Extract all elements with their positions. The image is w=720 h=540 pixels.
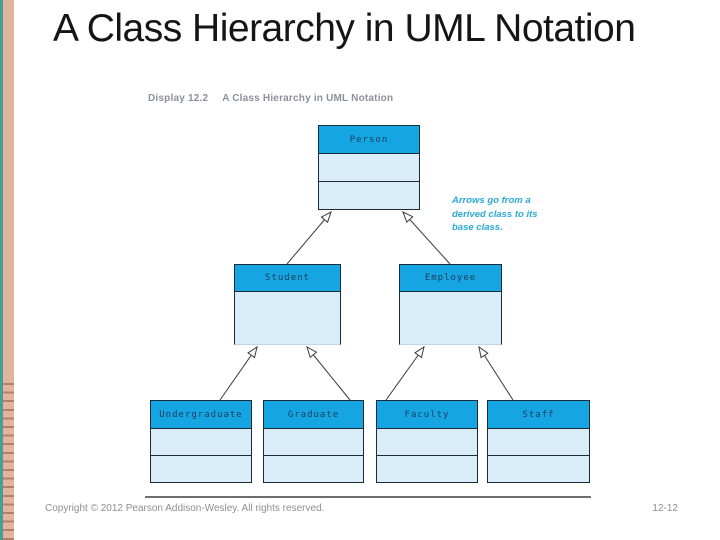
page-number: 12-12 xyxy=(652,503,678,514)
uml-class-faculty-name: Faculty xyxy=(377,401,477,429)
uml-class-graduate-name: Graduate xyxy=(264,401,363,429)
figure-caption: Display 12.2 A Class Hierarchy in UML Not… xyxy=(148,93,393,104)
left-edge-teal-stripe xyxy=(0,0,3,540)
uml-class-undergraduate-name: Undergraduate xyxy=(151,401,251,429)
arrow-staff-to-employee xyxy=(478,345,514,401)
uml-class-graduate-methods xyxy=(264,456,363,482)
figure-caption-label: Display 12.2 xyxy=(148,93,209,104)
uml-class-faculty-methods xyxy=(377,456,477,482)
uml-class-student-name: Student xyxy=(235,265,340,292)
uml-class-undergraduate-attributes xyxy=(151,429,251,456)
uml-class-staff-methods xyxy=(488,456,589,482)
left-edge-tan-stripe xyxy=(3,0,14,540)
uml-class-person-attributes xyxy=(319,154,419,182)
figure-bottom-rule xyxy=(145,496,591,498)
arrow-undergraduate-to-student xyxy=(219,345,258,401)
uml-class-undergraduate-methods xyxy=(151,456,251,482)
arrow-graduate-to-student xyxy=(306,345,351,401)
uml-class-employee-name: Employee xyxy=(400,265,501,292)
copyright-text: Copyright © 2012 Pearson Addison-Wesley.… xyxy=(45,503,325,514)
figure-caption-title: A Class Hierarchy in UML Notation xyxy=(222,93,394,104)
uml-class-employee-body xyxy=(400,292,501,344)
uml-class-employee: Employee xyxy=(399,264,502,345)
uml-class-staff-name: Staff xyxy=(488,401,589,429)
arrow-direction-note: Arrows go from a derived class to its ba… xyxy=(452,194,564,235)
uml-class-graduate: Graduate xyxy=(263,400,364,483)
arrow-direction-note-line: base class. xyxy=(452,222,503,233)
uml-class-staff: Staff xyxy=(487,400,590,483)
uml-class-person-methods xyxy=(319,182,419,209)
uml-class-student: Student xyxy=(234,264,341,345)
uml-class-staff-attributes xyxy=(488,429,589,456)
arrow-employee-to-person xyxy=(402,211,451,265)
uml-class-graduate-attributes xyxy=(264,429,363,456)
arrow-student-to-person xyxy=(286,210,332,265)
uml-class-undergraduate: Undergraduate xyxy=(150,400,252,483)
arrow-faculty-to-employee xyxy=(385,345,425,401)
slide-title: A Class Hierarchy in UML Notation xyxy=(53,7,636,50)
uml-class-faculty-attributes xyxy=(377,429,477,456)
uml-class-faculty: Faculty xyxy=(376,400,478,483)
arrow-direction-note-line: derived class to its xyxy=(452,208,538,220)
arrow-direction-note-line: Arrows go from a xyxy=(452,195,531,206)
uml-class-person: Person xyxy=(318,125,420,210)
uml-class-person-name: Person xyxy=(319,126,419,154)
uml-class-student-body xyxy=(235,292,340,344)
